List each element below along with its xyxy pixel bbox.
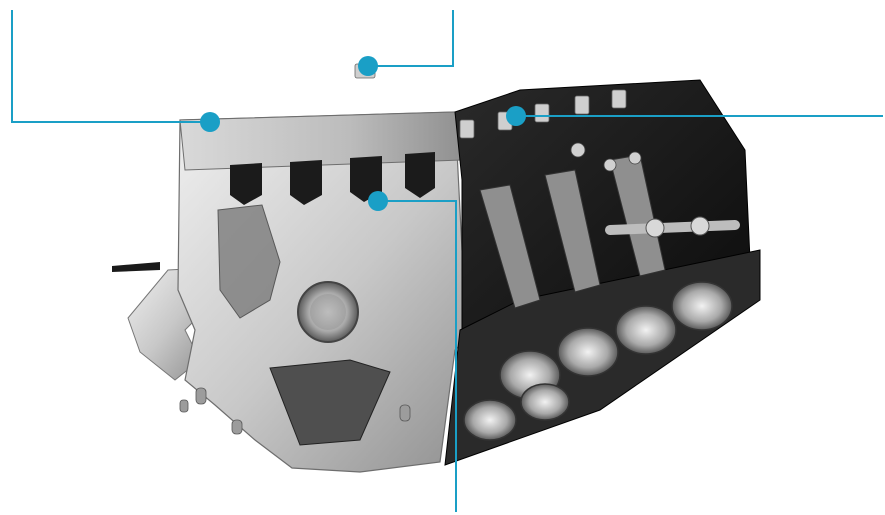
dipstick-tube: [112, 262, 160, 272]
engine-block-cutaway-icon: [112, 63, 761, 473]
callout-4-leader: [378, 200, 457, 512]
water-jacket-left: [217, 204, 281, 319]
camshaft: [605, 216, 740, 238]
lifter-pins: [570, 142, 642, 172]
callout-1[interactable]: [11, 10, 220, 132]
crank-bulkheads: [479, 154, 666, 309]
callout-1-leader: [11, 10, 210, 123]
callout-3[interactable]: [506, 106, 883, 126]
callout-2-marker[interactable]: [358, 56, 378, 76]
callout-4-marker[interactable]: [368, 191, 388, 211]
callout-3-marker[interactable]: [506, 106, 526, 126]
front-face-bolt-holes: [179, 387, 411, 435]
callouts: [11, 10, 883, 512]
oil-pan-cavity: [269, 359, 391, 446]
callout-2[interactable]: [358, 10, 454, 76]
main-bearing-saddles: [230, 152, 435, 205]
callout-2-leader: [368, 10, 454, 67]
callout-4[interactable]: [368, 191, 457, 512]
cylinder-bores: [463, 281, 733, 441]
callout-1-marker[interactable]: [200, 112, 220, 132]
